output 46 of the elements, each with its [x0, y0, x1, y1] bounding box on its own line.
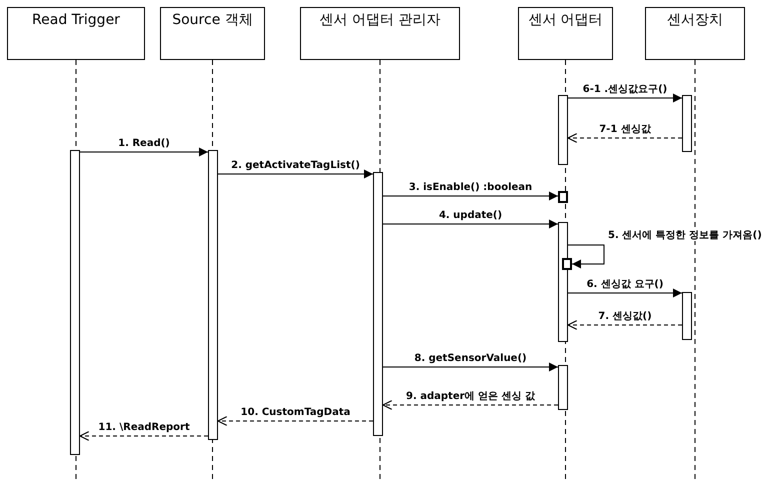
lifeline-header-box	[7, 7, 145, 60]
edge-label: 1. Read()	[117, 139, 171, 149]
message-arrow	[568, 288, 682, 298]
edge-label: 7-1 센싱값	[598, 125, 652, 135]
return-arrow	[567, 132, 682, 144]
message-arrow	[80, 148, 208, 156]
activation-bar	[558, 222, 568, 342]
activation-bar	[373, 172, 383, 436]
edge-label: 9. adapter에 얻은 센싱 값	[405, 392, 536, 402]
edge-label: 6. 센싱값 요구()	[586, 280, 664, 290]
lifeline-name: 센서 어댑터 관리자	[320, 12, 440, 30]
edge-label: 5. 센서에 특정한 정보를 가져옴()	[607, 231, 763, 241]
message-arrow	[382, 362, 558, 372]
lifeline-name: Read Trigger	[32, 12, 120, 30]
edge-label: 3. isEnable() :boolean	[408, 183, 534, 193]
edge-label: 6-1 .센싱값요구()	[582, 85, 668, 95]
edge-label: 10. CustomTagData	[240, 408, 352, 418]
message-arrow	[568, 244, 604, 268]
activation-bar	[682, 292, 692, 340]
return-arrow	[382, 400, 558, 410]
edge-label: 7. 센싱값()	[597, 312, 653, 322]
edge-label: 2. getActivateTagList()	[230, 161, 361, 171]
message-arrow	[382, 192, 558, 200]
message-arrow	[218, 170, 374, 178]
activation-box	[562, 258, 572, 270]
activation-box	[558, 191, 568, 203]
message-arrow	[568, 94, 682, 102]
activation-bar	[682, 95, 692, 152]
edge-label: 4. update()	[438, 211, 504, 221]
lifeline-header-box	[300, 7, 460, 60]
lifeline-name: Source 객체	[172, 12, 253, 30]
lifeline-name: 센서 어댑터	[528, 12, 603, 30]
activation-bar	[208, 150, 218, 440]
return-arrow	[567, 320, 682, 330]
lifeline-name: 센서장치	[667, 12, 723, 30]
edge-label: 11. \ReadReport	[97, 423, 191, 433]
activation-bar	[70, 150, 80, 455]
activation-bar	[558, 365, 568, 410]
activation-bar	[558, 95, 568, 165]
message-arrow	[382, 220, 558, 228]
edge-label: 8. getSensorValue()	[413, 354, 528, 364]
lifeline-header-box	[518, 7, 613, 60]
lifeline-header-box	[160, 7, 265, 60]
lifeline-header-box	[645, 7, 745, 60]
return-arrow	[79, 430, 208, 442]
return-arrow	[217, 416, 374, 426]
